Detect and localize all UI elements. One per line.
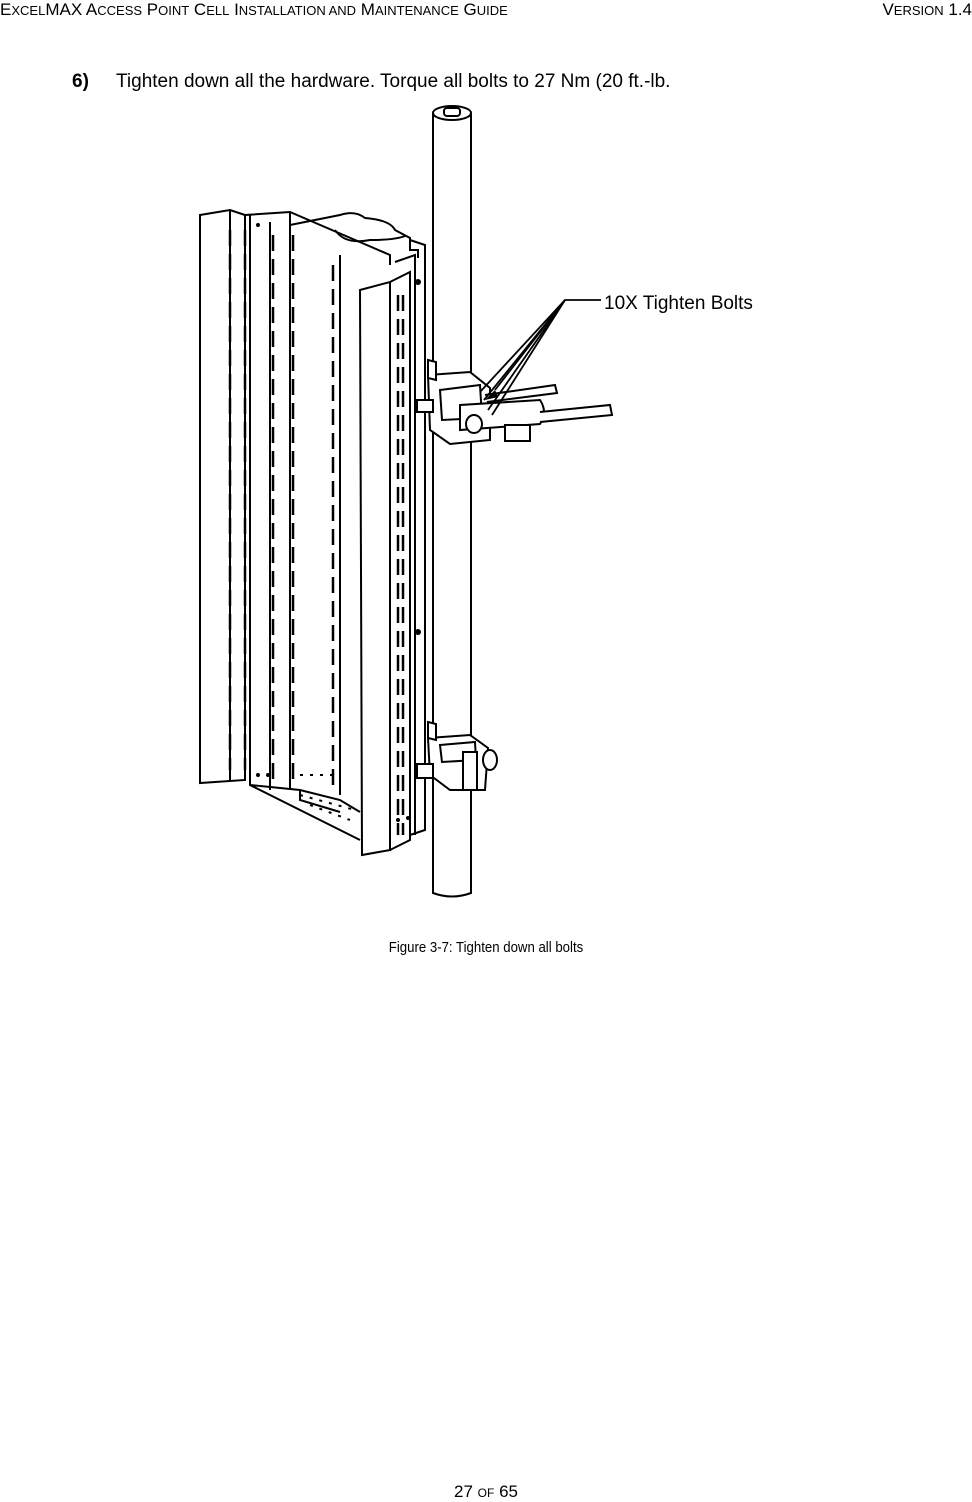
page-footer: 27 OF 65	[0, 1482, 972, 1502]
running-header-title: EXCELMAX ACCESS POINT CELL INSTALLATION …	[0, 0, 508, 21]
page-number: 27	[454, 1482, 473, 1501]
callout-label: 10X Tighten Bolts	[604, 293, 753, 314]
header-title-text: EXCELMAX ACCESS POINT CELL INSTALLATION …	[0, 0, 508, 19]
figure-caption: Figure 3-7: Tighten down all bolts	[388, 939, 584, 956]
step-instruction: 6) Tighten down all the hardware. Torque …	[72, 70, 670, 94]
page-total: 65	[499, 1482, 518, 1501]
page-of: OF	[477, 1486, 495, 1500]
running-header-version: VERSION 1.4	[882, 0, 972, 19]
antenna-mount-illustration: 10X Tighten Bolts	[199, 105, 753, 898]
step-text: Tighten down all the hardware. Torque al…	[116, 71, 671, 92]
step-number: 6)	[72, 71, 89, 92]
